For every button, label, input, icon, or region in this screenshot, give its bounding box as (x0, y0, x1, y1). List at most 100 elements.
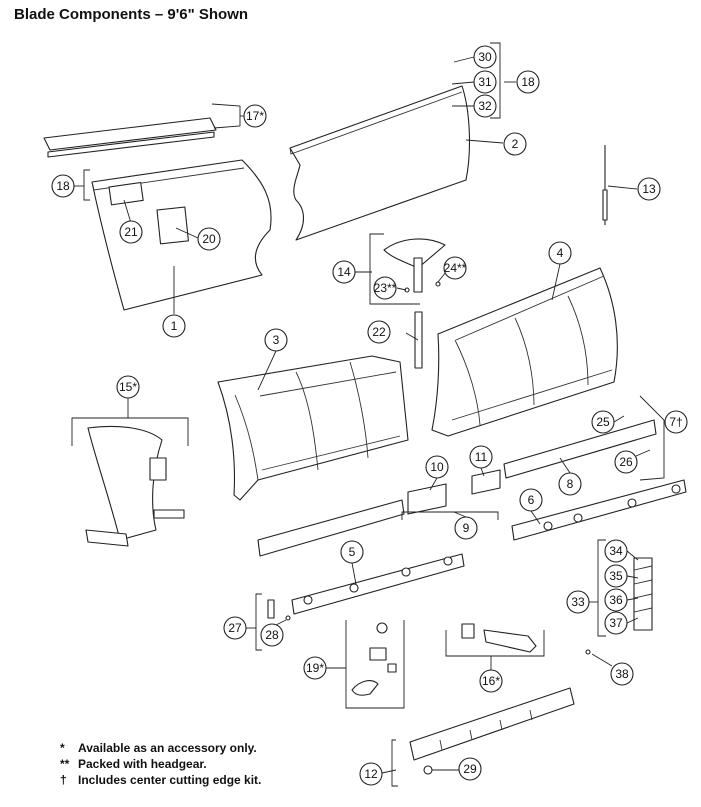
svg-text:32: 32 (478, 99, 492, 113)
callout-34: 34 (604, 539, 628, 563)
bolt-38-part (585, 649, 591, 655)
callout-31: 31 (473, 70, 497, 94)
svg-text:11: 11 (475, 450, 488, 464)
footnote-row: ** Packed with headgear. (60, 756, 261, 772)
callout-32: 32 (473, 94, 497, 118)
left-moldboard-part (91, 159, 272, 311)
deflector-rod-part (602, 145, 608, 225)
svg-text:37: 37 (609, 616, 623, 630)
svg-text:9: 9 (463, 521, 470, 535)
callout-15: 15* (116, 375, 140, 399)
callout-2: 2 (503, 132, 527, 156)
svg-text:2: 2 (512, 137, 519, 151)
footnote-text: Includes center cutting edge kit. (78, 773, 262, 787)
bracket-18-left (83, 169, 90, 201)
callout-14: 14 (332, 260, 356, 284)
callout-26: 26 (614, 450, 638, 474)
svg-text:31: 31 (478, 75, 492, 89)
callout-33: 33 (566, 590, 590, 614)
svg-text:36: 36 (609, 593, 623, 607)
footnote-row: † Includes center cutting edge kit. (60, 772, 261, 788)
bottom-cutting-edge-part (409, 687, 575, 761)
left-cutting-edge-part (257, 499, 405, 557)
trip-spring-part (633, 557, 653, 631)
left-blade-frame-part (217, 355, 409, 501)
svg-text:18: 18 (56, 179, 70, 193)
bracket-12 (391, 739, 398, 787)
blade-guide-part (85, 425, 185, 547)
svg-text:14: 14 (337, 265, 351, 279)
callout-12: 12 (359, 762, 383, 786)
callout-13: 13 (637, 177, 661, 201)
center-edge-plate-part (407, 483, 447, 515)
callout-4: 4 (548, 241, 572, 265)
svg-text:4: 4 (557, 246, 564, 260)
callout-7: 7† (664, 410, 688, 434)
bracket-18-top (490, 42, 501, 119)
mount-plate-part (383, 238, 446, 293)
right-moldboard-part (289, 85, 471, 241)
callout-23: 23** (373, 276, 397, 300)
callout-28: 28 (260, 623, 284, 647)
svg-text:20: 20 (202, 232, 216, 246)
callout-22: 22 (367, 320, 391, 344)
callout-11: 11 (469, 445, 493, 469)
svg-text:10: 10 (430, 460, 444, 474)
callout-36: 36 (604, 588, 628, 612)
callout-10: 10 (425, 455, 449, 479)
svg-text:34: 34 (609, 544, 623, 558)
leader-lines (74, 56, 651, 774)
callout-37: 37 (604, 611, 628, 635)
callout-1: 1 (162, 314, 186, 338)
callout-3: 3 (264, 328, 288, 352)
bracket-33 (597, 539, 606, 637)
footnotes: * Available as an accessory only. ** Pac… (60, 740, 261, 788)
svg-text:1: 1 (171, 319, 178, 333)
svg-text:30: 30 (478, 50, 492, 64)
right-cutting-edge-part (503, 419, 657, 479)
bracket-27 (255, 593, 262, 651)
right-blade-frame-part (431, 267, 618, 437)
footnote-symbol: † (60, 773, 67, 787)
svg-text:6: 6 (528, 493, 535, 507)
bracket-14 (369, 233, 420, 305)
svg-text:25: 25 (596, 415, 610, 429)
callout-9: 9 (454, 516, 478, 540)
svg-text:26: 26 (619, 455, 633, 469)
svg-text:23**: 23** (374, 281, 397, 295)
footnote-symbol: * (60, 741, 65, 755)
wear-strip-part (43, 117, 217, 158)
callout-19: 19* (303, 656, 327, 680)
callout-5: 5 (340, 540, 364, 564)
callout-8: 8 (558, 472, 582, 496)
svg-text:24**: 24** (444, 261, 467, 275)
bracket-15 (71, 417, 189, 446)
marker-kit-part (351, 622, 397, 696)
callout-21: 21 (119, 220, 143, 244)
svg-text:13: 13 (642, 182, 656, 196)
svg-text:17*: 17* (246, 109, 264, 123)
bracket-16 (445, 630, 545, 657)
svg-text:18: 18 (521, 75, 535, 89)
bracket-19 (345, 620, 405, 709)
bracket-7 (639, 395, 665, 481)
callout-20: 20 (197, 227, 221, 251)
footnote-row: * Available as an accessory only. (60, 740, 261, 756)
callout-6: 6 (519, 488, 543, 512)
trip-pin-part (267, 599, 291, 621)
footnote-text: Packed with headgear. (78, 757, 207, 771)
right-trip-edge-part (511, 479, 687, 541)
footnote-symbol: ** (60, 757, 70, 771)
bracket-17 (211, 103, 241, 129)
callout-25: 25 (591, 410, 615, 434)
svg-text:15*: 15* (119, 380, 137, 394)
svg-text:21: 21 (124, 225, 138, 239)
svg-text:28: 28 (265, 628, 279, 642)
center-edge-bracket-part (471, 469, 501, 495)
footnote-text: Available as an accessory only. (78, 741, 257, 755)
svg-text:38: 38 (615, 667, 629, 681)
left-trip-edge-part (291, 553, 465, 615)
callout-17: 17* (243, 104, 267, 128)
edge-bracket-part (461, 623, 537, 653)
